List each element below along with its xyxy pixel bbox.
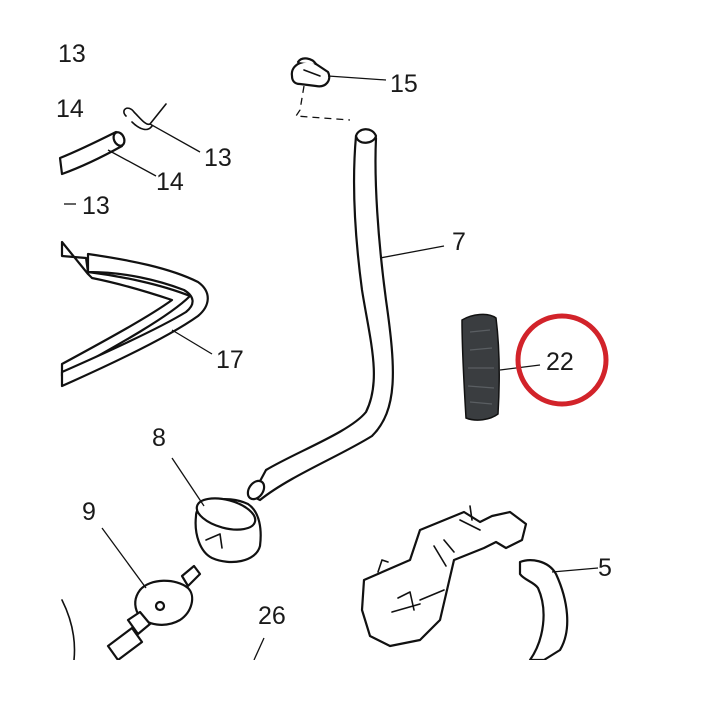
hose-17 — [60, 240, 209, 388]
grommet-8 — [194, 497, 262, 564]
bottom-mask — [0, 660, 720, 720]
highlight-ring — [515, 313, 609, 407]
top-mask — [0, 0, 720, 42]
hose-22 — [461, 313, 501, 421]
callout-15: 15 — [390, 70, 418, 98]
callout-5: 5 — [598, 554, 612, 582]
leader-lines — [64, 75, 599, 661]
callout-9: 9 — [82, 498, 96, 526]
callout-13: 13 — [204, 144, 232, 172]
hose-14 — [58, 130, 126, 176]
callout-26: 26 — [258, 602, 286, 630]
clamp-15 — [290, 57, 331, 88]
valve-9 — [106, 564, 202, 662]
hose-7 — [246, 128, 394, 502]
callout-14: 14 — [56, 95, 84, 123]
callout-13-left: 13 — [82, 192, 110, 220]
callout-17: 17 — [216, 346, 244, 374]
callout-14-hose: 14 — [156, 168, 184, 196]
callout-7: 7 — [452, 228, 466, 256]
left-mask — [0, 42, 56, 662]
callout-8: 8 — [152, 424, 166, 452]
callout-22: 22 — [546, 348, 574, 376]
callout-13-partial: 13 — [58, 40, 86, 68]
frame-edge — [61, 599, 76, 661]
clip-13 — [123, 103, 167, 131]
